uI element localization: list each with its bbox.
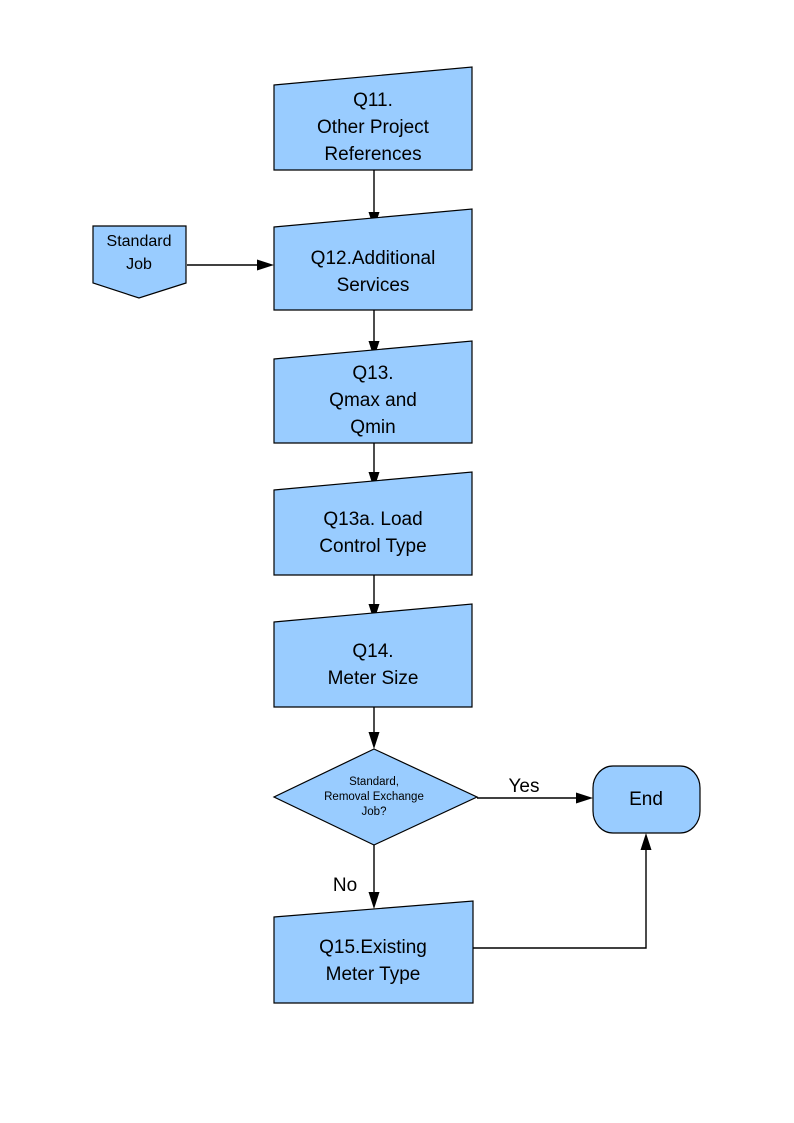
q14-label-line-2: Meter Size (328, 668, 419, 689)
q15-label-line-2: Meter Type (326, 964, 421, 985)
q11-shape (273, 66, 473, 171)
standard-job-shape (92, 225, 187, 299)
node-q13a[interactable]: Q13a. Load Control Type (273, 471, 473, 576)
q12-label-line-2: Services (337, 275, 410, 296)
edge-decision-to-end-yes (477, 792, 593, 804)
end-label: End (629, 789, 663, 810)
edge-q15-to-end (473, 833, 652, 949)
q11-label-line-1: Q11. (353, 90, 393, 111)
end-shape (592, 765, 701, 834)
node-q14[interactable]: Q14. Meter Size (273, 603, 473, 708)
q13a-shape (273, 471, 473, 576)
node-q15[interactable]: Q15.Existing Meter Type (273, 900, 474, 1004)
q14-shape (273, 603, 473, 708)
q13-label-line-3: Qmin (350, 417, 395, 438)
node-end[interactable]: End (592, 765, 701, 834)
edge-decision-to-q15-no (368, 845, 380, 909)
decision-shape (272, 748, 479, 846)
edge-q14-to-decision (368, 707, 380, 749)
decision-label-line-3: Job? (362, 806, 387, 818)
q15-label-line-1: Q15.Existing (319, 937, 427, 958)
edge-label-yes: Yes (509, 776, 540, 797)
node-q11[interactable]: Q11. Other Project References (273, 66, 473, 171)
q14-label-line-1: Q14. (352, 641, 393, 662)
q12-label-line-1: Q12.Additional (311, 248, 436, 269)
edge-standard-job-to-q12 (187, 259, 274, 271)
q13a-label-line-2: Control Type (319, 536, 426, 557)
q11-label-line-3: References (324, 144, 421, 165)
q12-shape (273, 208, 473, 311)
q13-label-line-2: Qmax and (329, 390, 417, 411)
standard-job-label-line-2: Job (126, 256, 152, 273)
node-standard-job[interactable]: Standard Job (92, 225, 187, 299)
node-decision[interactable]: Standard, Removal Exchange Job? (272, 748, 479, 846)
decision-label-line-1: Standard, (349, 776, 399, 788)
decision-label-line-2: Removal Exchange (324, 791, 424, 803)
standard-job-label-line-1: Standard (107, 233, 172, 250)
q13-shape (273, 340, 473, 444)
q15-shape (273, 900, 474, 1004)
q11-label-line-2: Other Project (317, 117, 430, 138)
q13a-label-line-1: Q13a. Load (323, 509, 422, 530)
q13-label-line-1: Q13. (352, 363, 393, 384)
node-q13[interactable]: Q13. Qmax and Qmin (273, 340, 473, 444)
edge-label-no: No (333, 875, 357, 896)
node-q12[interactable]: Q12.Additional Services (273, 208, 473, 311)
